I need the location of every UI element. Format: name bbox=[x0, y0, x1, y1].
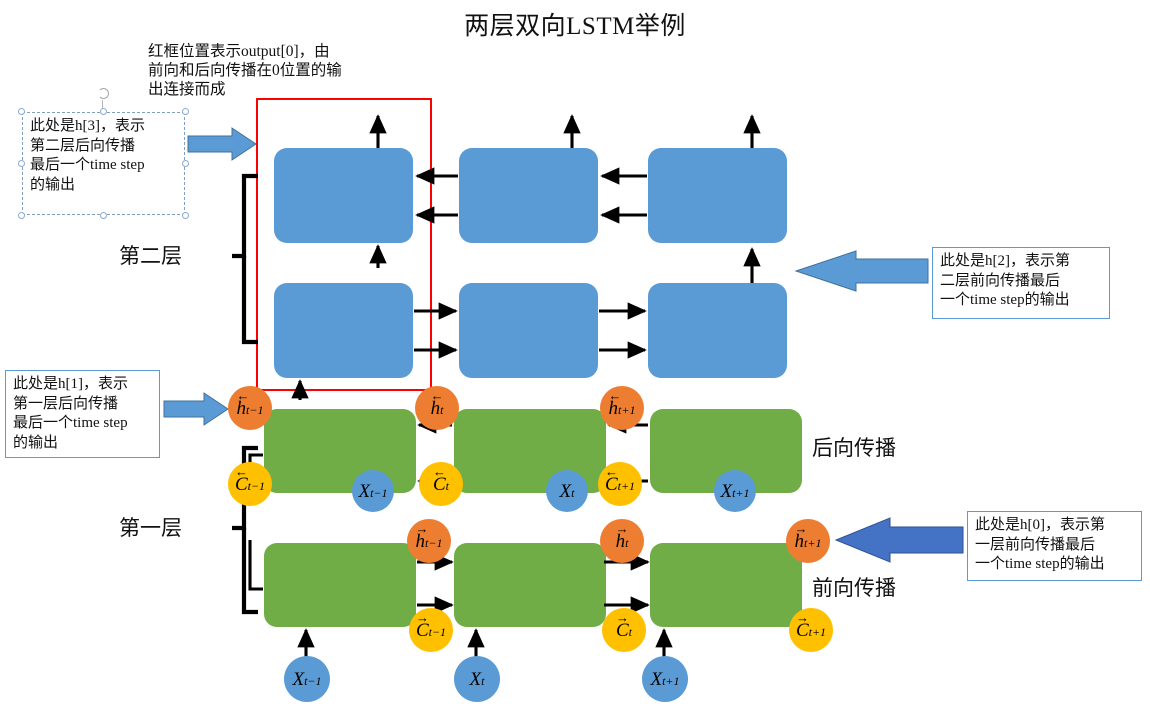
lstm-cell-layer1-forward-t1 bbox=[264, 543, 416, 627]
arrow-left-glyph: ← bbox=[432, 463, 446, 479]
lstm-cell-layer2-forward-t3 bbox=[648, 283, 787, 378]
textbox-h3-wrapper: 此处是h[3]，表示 第二层后向传播 最后一个time step 的输出 bbox=[18, 88, 189, 219]
node-h-backward-t-plus-1: ←ht+1 bbox=[600, 386, 644, 430]
arrow-left-glyph: ← bbox=[236, 387, 250, 403]
label-forward-propagation: 前向传播 bbox=[812, 576, 896, 600]
node-x-mid-t: Xt bbox=[546, 470, 588, 512]
arrow-right-glyph: → bbox=[795, 609, 809, 625]
arrow-right-glyph: → bbox=[615, 520, 629, 536]
resize-handle-e[interactable] bbox=[182, 160, 189, 167]
node-c-forward-t: →Ct bbox=[602, 608, 646, 652]
arrow-left-glyph: ← bbox=[430, 387, 444, 403]
arrow-left-glyph: ← bbox=[608, 387, 622, 403]
resize-handle-n[interactable] bbox=[100, 108, 107, 115]
textbox-h0[interactable]: 此处是h[0]，表示第 一层前向传播最后 一个time step的输出 bbox=[967, 511, 1142, 581]
node-x-mid-t-minus-1: Xt−1 bbox=[352, 470, 394, 512]
node-h-backward-t: ←ht bbox=[415, 386, 459, 430]
callout-arrow-h0 bbox=[834, 517, 964, 563]
callout-arrow-h1 bbox=[163, 392, 229, 426]
node-x-input-t: Xt bbox=[454, 656, 500, 702]
lstm-cell-layer2-backward-t3 bbox=[648, 148, 787, 243]
lstm-cell-layer1-forward-t2 bbox=[454, 543, 606, 627]
node-h-forward-t: →ht bbox=[600, 519, 644, 563]
node-c-backward-t-plus-1: ←Ct+1 bbox=[598, 462, 642, 506]
lstm-cell-layer2-forward-t1 bbox=[274, 283, 413, 378]
resize-handle-nw[interactable] bbox=[18, 108, 25, 115]
resize-handle-s[interactable] bbox=[100, 212, 107, 219]
arrow-left-glyph: ← bbox=[234, 463, 248, 479]
textbox-h1[interactable]: 此处是h[1]，表示 第一层后向传播 最后一个time step 的输出 bbox=[5, 370, 160, 458]
label-layer-2: 第二层 bbox=[119, 244, 182, 268]
arrow-right-glyph: → bbox=[615, 609, 629, 625]
arrow-right-glyph: → bbox=[415, 520, 429, 536]
node-h-forward-t-plus-1: →ht+1 bbox=[786, 519, 830, 563]
callout-arrow-h3 bbox=[187, 127, 257, 161]
node-h-forward-t-minus-1: →ht−1 bbox=[407, 519, 451, 563]
node-c-backward-t-minus-1: ←Ct−1 bbox=[228, 462, 272, 506]
node-c-forward-t-minus-1: →Ct−1 bbox=[409, 608, 453, 652]
textbox-h2[interactable]: 此处是h[2]，表示第 二层前向传播最后 一个time step的输出 bbox=[932, 247, 1110, 319]
node-x-input-t-minus-1: Xt−1 bbox=[284, 656, 330, 702]
note-red-box: 红框位置表示output[0]，由 前向和后向传播在0位置的输 出连接而成 bbox=[148, 43, 342, 98]
node-h-backward-t-minus-1: ←ht−1 bbox=[228, 386, 272, 430]
node-x-mid-t-plus-1: Xt+1 bbox=[714, 470, 756, 512]
lstm-cell-layer1-forward-t3 bbox=[650, 543, 802, 627]
resize-handle-ne[interactable] bbox=[182, 108, 189, 115]
arrow-left-glyph: ← bbox=[604, 463, 618, 479]
lstm-cell-layer2-backward-t2 bbox=[459, 148, 598, 243]
lstm-cell-layer2-forward-t2 bbox=[459, 283, 598, 378]
resize-handle-sw[interactable] bbox=[18, 212, 25, 219]
lstm-cell-layer1-backward-t1 bbox=[264, 409, 416, 493]
resize-handle-se[interactable] bbox=[182, 212, 189, 219]
callout-arrow-h2 bbox=[794, 250, 929, 292]
node-c-forward-t-plus-1: →Ct+1 bbox=[789, 608, 833, 652]
arrow-right-glyph: → bbox=[415, 609, 429, 625]
page-title: 两层双向LSTM举例 bbox=[464, 13, 686, 40]
node-x-input-t-plus-1: Xt+1 bbox=[642, 656, 688, 702]
node-c-backward-t: ←Ct bbox=[419, 462, 463, 506]
resize-handle-w[interactable] bbox=[18, 160, 25, 167]
lstm-cell-layer2-backward-t1 bbox=[274, 148, 413, 243]
textbox-h3[interactable]: 此处是h[3]，表示 第二层后向传播 最后一个time step 的输出 bbox=[22, 112, 185, 215]
label-layer-1: 第一层 bbox=[119, 516, 182, 540]
arrow-right-glyph: → bbox=[794, 520, 808, 536]
label-backward-propagation: 后向传播 bbox=[812, 436, 896, 460]
